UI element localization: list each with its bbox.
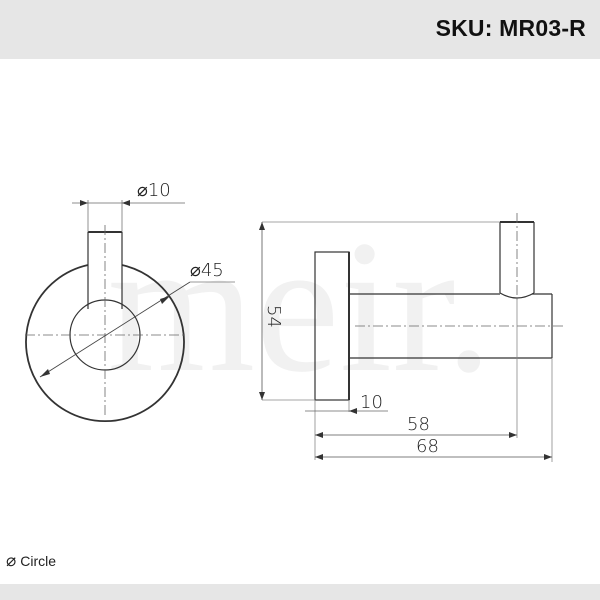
watermark-text: meir.	[107, 202, 492, 412]
plate-diameter-label: ⌀45	[190, 260, 224, 281]
footer-bar	[0, 584, 600, 600]
front-view	[25, 200, 235, 422]
legend-label: Circle	[20, 552, 57, 569]
header-bar: SKU: MR03-R	[0, 0, 600, 59]
side-view	[259, 213, 563, 462]
sku-label: SKU: MR03-R	[435, 15, 586, 41]
diameter-icon: ⌀	[6, 551, 17, 570]
pin-offset-label: 58	[407, 414, 430, 435]
legend: ⌀ Circle	[6, 552, 56, 569]
height-label: 54	[263, 305, 284, 328]
overall-depth-label: 68	[416, 436, 439, 457]
plate-thickness-label: 10	[360, 392, 383, 413]
pin-diameter-label: ⌀10	[137, 180, 171, 201]
